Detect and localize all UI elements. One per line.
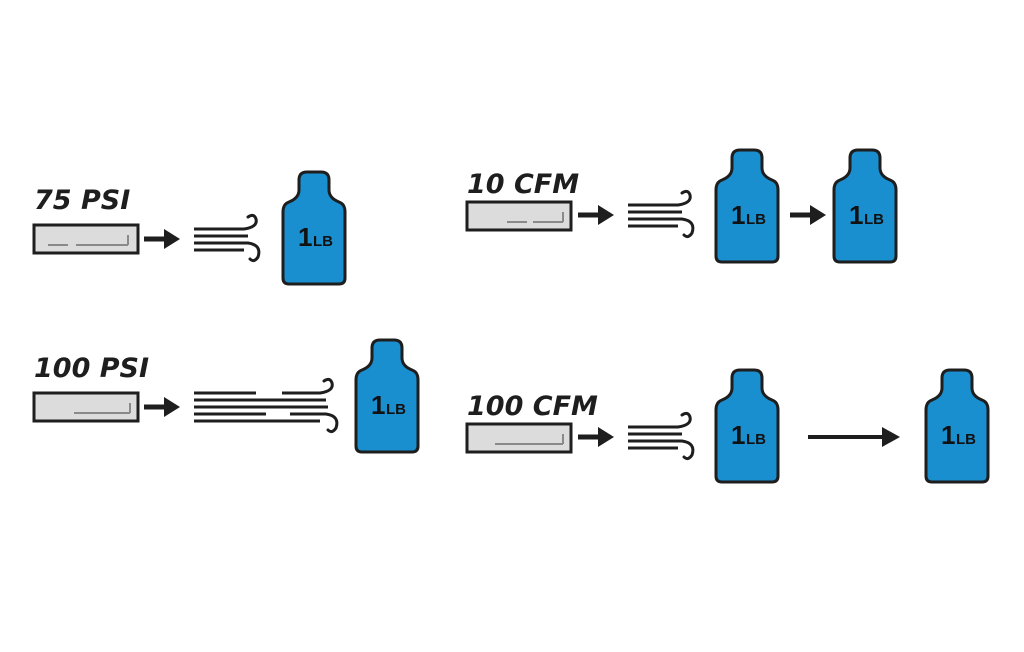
weight-number: 1 bbox=[731, 420, 745, 450]
weight-unit: LB bbox=[386, 401, 406, 418]
weight-number: 1 bbox=[941, 420, 955, 450]
weight-number: 1 bbox=[849, 200, 863, 230]
weight-unit: LB bbox=[864, 211, 884, 228]
weight-icon: 1 LB bbox=[832, 148, 898, 264]
weight-icon: 1 LB bbox=[354, 338, 420, 454]
weight-unit: LB bbox=[746, 431, 766, 448]
airflow-icon bbox=[626, 189, 695, 239]
weight-unit: LB bbox=[746, 211, 766, 228]
weight-unit: LB bbox=[956, 431, 976, 448]
weight-number: 1 bbox=[298, 222, 312, 252]
long-arrow-right-icon bbox=[808, 427, 900, 447]
compressor-icon bbox=[465, 422, 573, 454]
airflow-icon bbox=[626, 411, 695, 461]
arrow-right-icon bbox=[144, 397, 180, 417]
weight-icon: 1 LB bbox=[924, 368, 990, 484]
arrow-right-icon bbox=[578, 205, 614, 225]
weight-icon: 1 LB bbox=[281, 170, 347, 286]
weight-number: 1 bbox=[371, 390, 385, 420]
flow-label: 100 CFM bbox=[467, 391, 598, 422]
flow-label: 10 CFM bbox=[467, 169, 579, 200]
arrow-right-icon bbox=[144, 229, 180, 249]
compressor-icon bbox=[465, 200, 573, 232]
panel-10-cfm: 10 CFM 1 LB 1 LB bbox=[465, 148, 898, 264]
weight-number: 1 bbox=[731, 200, 745, 230]
panel-75-psi: 75 PSI 1 LB bbox=[32, 170, 347, 286]
panel-100-psi: 100 PSI 1 LB bbox=[32, 338, 420, 454]
airflow-icon bbox=[192, 213, 261, 263]
panel-100-cfm: 100 CFM 1 LB 1 LB bbox=[465, 368, 990, 484]
airflow-icon bbox=[192, 377, 339, 434]
weight-icon: 1 LB bbox=[714, 148, 780, 264]
weight-unit: LB bbox=[313, 233, 333, 250]
compressor-icon bbox=[32, 391, 140, 423]
pressure-label: 75 PSI bbox=[34, 185, 130, 216]
arrow-right-icon bbox=[578, 427, 614, 447]
pressure-label: 100 PSI bbox=[34, 353, 149, 384]
weight-icon: 1 LB bbox=[714, 368, 780, 484]
compressor-icon bbox=[32, 223, 140, 255]
arrow-right-icon bbox=[790, 205, 826, 225]
